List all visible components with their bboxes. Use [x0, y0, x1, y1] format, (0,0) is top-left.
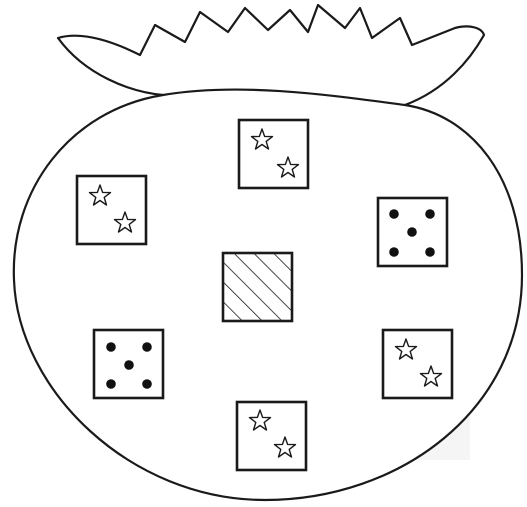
tile-top: [239, 120, 308, 188]
dot: [124, 360, 134, 370]
dot: [142, 379, 152, 389]
tile-upper-left: [77, 176, 146, 244]
dot: [389, 247, 399, 257]
tile-bottom: [237, 402, 306, 470]
tile-center: [223, 253, 292, 321]
dot: [407, 227, 417, 237]
dot: [425, 247, 435, 257]
tile-lower-left: [94, 330, 163, 398]
dot: [106, 342, 116, 352]
dot: [425, 209, 435, 219]
dot: [106, 379, 116, 389]
dot: [142, 342, 152, 352]
tile-lower-right: [383, 330, 452, 398]
tile-upper-right: [378, 198, 447, 266]
dot: [389, 209, 399, 219]
